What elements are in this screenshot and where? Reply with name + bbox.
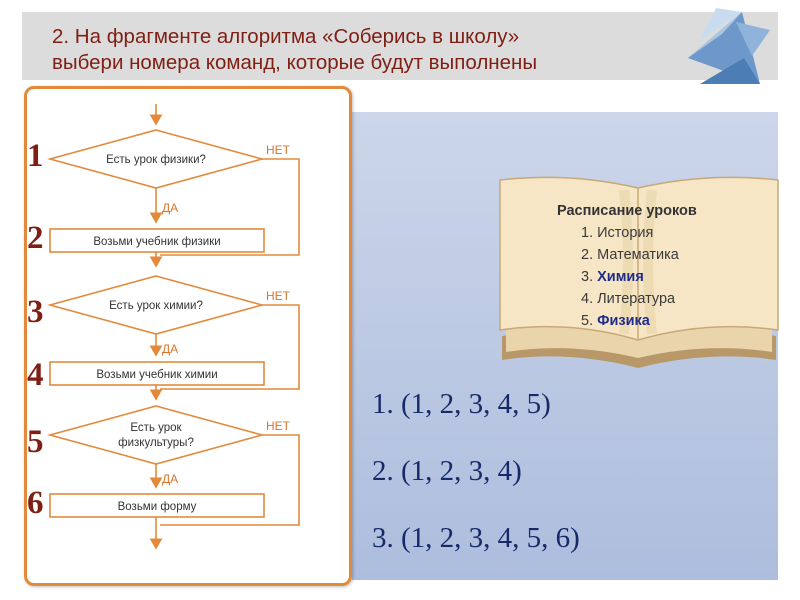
no-label: НЕТ <box>266 289 291 303</box>
action-text-uniform: Возьми форму <box>118 501 197 513</box>
step-number-1: 1 <box>27 138 44 174</box>
schedule-item-num: 1. <box>581 225 594 241</box>
decision-text-chemistry: Есть урок химии? <box>109 300 203 312</box>
answer-option-1[interactable]: 1. (1, 2, 3, 4, 5) <box>372 388 551 420</box>
title-line-1: 2. На фрагменте алгоритма «Соберись в шк… <box>52 25 520 48</box>
yes-label: ДА <box>162 342 178 356</box>
title-line-2: выбери номера команд, которые будут выпо… <box>52 51 538 74</box>
schedule-item-text-highlight: Химия <box>597 269 644 285</box>
action-text-physics: Возьми учебник физики <box>93 236 220 248</box>
schedule-item-num: 3. <box>581 269 594 285</box>
schedule-item-text: История <box>597 225 654 241</box>
triangle-logo-icon <box>688 8 770 84</box>
no-branch-line <box>160 158 300 256</box>
answer-option-3[interactable]: 3. (1, 2, 3, 4, 5, 6) <box>372 522 580 554</box>
step-number-4: 4 <box>27 357 44 393</box>
step-number-5: 5 <box>27 424 44 460</box>
no-branch-line <box>160 434 300 526</box>
schedule-item: 5. Физика <box>557 310 697 332</box>
no-label: НЕТ <box>266 143 291 157</box>
answer-option-2[interactable]: 2. (1, 2, 3, 4) <box>372 455 522 487</box>
action-box <box>49 228 265 253</box>
action-box <box>49 361 265 386</box>
title-band <box>22 12 778 80</box>
schedule: Расписание уроков 1. История 2. Математи… <box>557 200 697 332</box>
decision-text-pe-line1: Есть урок <box>130 422 182 434</box>
decision-diamond <box>46 405 266 465</box>
schedule-item-num: 5. <box>581 313 594 329</box>
decision-text-pe-line2: физкультуры? <box>118 437 194 449</box>
step-number-6: 6 <box>27 485 44 521</box>
schedule-item-text: Литература <box>597 291 676 307</box>
schedule-item-text-highlight: Физика <box>597 313 650 329</box>
flowchart: Есть урок физики? Возьми учебник физики … <box>46 104 300 550</box>
schedule-item: 4. Литература <box>557 288 697 310</box>
schedule-item-num: 2. <box>581 247 594 263</box>
schedule-item: 3. Химия <box>557 266 697 288</box>
action-text-chemistry: Возьми учебник химии <box>96 369 217 381</box>
open-book-image <box>499 176 779 368</box>
action-box <box>49 493 265 518</box>
decision-text-physics: Есть урок физики? <box>106 154 206 166</box>
no-label: НЕТ <box>266 419 291 433</box>
yes-label: ДА <box>162 472 178 486</box>
no-branch-line <box>160 304 300 390</box>
step-number-2: 2 <box>27 220 44 256</box>
step-number-3: 3 <box>27 294 44 330</box>
schedule-item: 2. Математика <box>557 244 697 266</box>
schedule-title: Расписание уроков <box>557 203 697 219</box>
schedule-item-num: 4. <box>581 291 594 307</box>
schedule-item-text: Математика <box>597 247 679 263</box>
task-title: 2. На фрагменте алгоритма «Соберись в шк… <box>52 24 692 76</box>
schedule-item: 1. История <box>557 222 697 244</box>
yes-label: ДА <box>162 201 178 215</box>
